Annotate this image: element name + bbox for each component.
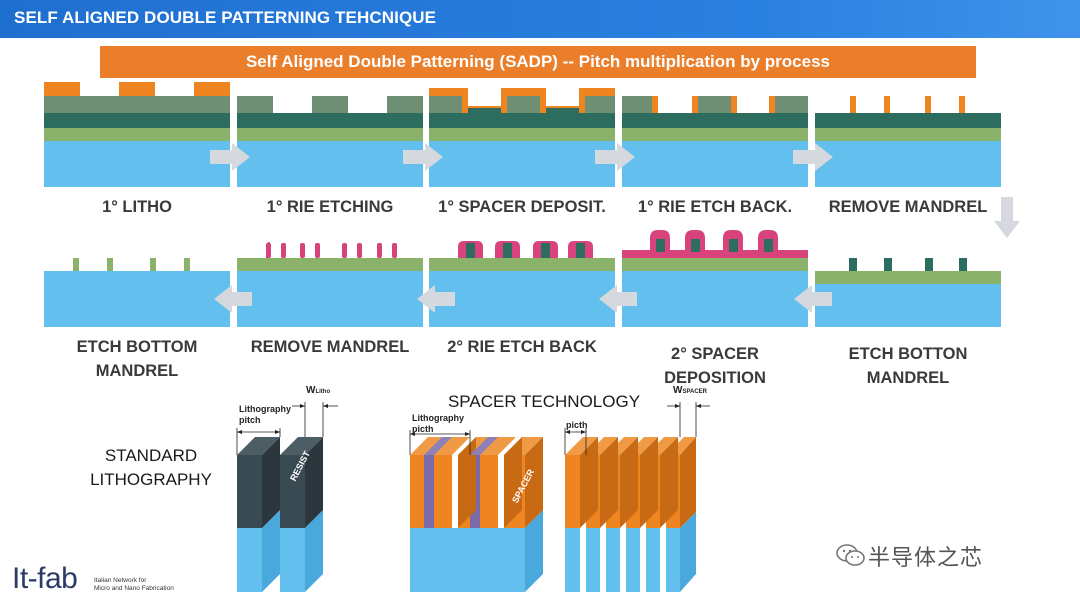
subtitle-line: Micro and Nano Fabrication: [94, 585, 174, 592]
watermark-text: 半导体之芯: [868, 545, 984, 570]
right-arrow-2: [403, 143, 443, 171]
step-label-etch-bottom-mandrel: ETCH BOTTOM MANDREL: [44, 335, 230, 383]
left-arrow-4: [214, 285, 252, 313]
step-label-line: 2° RIE ETCH BACK: [447, 338, 597, 356]
label-line: pitch: [239, 415, 261, 425]
step-label-line: DEPOSITION: [664, 369, 766, 387]
label-line: Lithography: [239, 404, 291, 414]
panel-10-etch-botton-mandrel: [815, 258, 1001, 327]
title-bar: SELF ALIGNED DOUBLE PATTERNING TEHCNIQUE: [0, 0, 1080, 38]
panel-2-rie-etching: [237, 96, 423, 187]
panel-3-spacer-deposit: [429, 88, 615, 187]
step-label-second-spacer-deposition: 2° SPACER DEPOSITION: [617, 342, 813, 390]
step-label-second-rie-etch-back: 2° RIE ETCH BACK: [424, 335, 620, 359]
panel-9-second-spacer-deposition: [622, 230, 808, 327]
step-label-rie-etching: 1° RIE ETCHING: [266, 198, 394, 216]
right-arrow-4: [793, 143, 833, 171]
right-arrow-3: [595, 143, 635, 171]
step-label-line: MANDREL: [866, 369, 950, 387]
litho-pitch-label: Lithography pitch: [239, 404, 291, 426]
panel-7-remove-mandrel: [237, 242, 423, 327]
spacer-litho-pitch-label: Lithography picth: [412, 413, 464, 435]
left-arrow-1: [794, 285, 832, 313]
width-subscript: SPACER: [682, 389, 708, 395]
width-symbol: W: [673, 385, 683, 396]
right-arrow-1: [210, 143, 250, 171]
step-label-remove-mandrel-2: REMOVE MANDREL: [232, 335, 428, 359]
step-label-rie-etch-back: 1° RIE ETCH BACK.: [637, 198, 793, 216]
title-line: LITHOGRAPHY: [90, 470, 212, 489]
sadp-banner: Self Aligned Double Patterning (SADP) --…: [100, 46, 976, 78]
title-line: STANDARD: [104, 446, 198, 465]
left-arrow-3: [417, 285, 455, 313]
width-symbol: W: [306, 385, 316, 396]
banner-text: Self Aligned Double Patterning (SADP) --…: [245, 52, 831, 71]
left-arrow-2: [599, 285, 637, 313]
label-line: picth: [412, 424, 434, 434]
litho-width-label: WLitho: [306, 385, 330, 396]
step-label-litho: 1° LITHO: [102, 198, 172, 216]
panel-1-litho: [44, 82, 230, 187]
panel-8-second-rie-etch-back: [429, 241, 615, 327]
itfab-logo: It-fab: [12, 562, 78, 595]
step-label-line: REMOVE MANDREL: [250, 338, 410, 356]
step-label-etch-botton-mandrel: ETCH BOTTON MANDREL: [810, 342, 1006, 390]
spacer-tech-illustration-2: [564, 402, 710, 592]
spacer-width-label: WSPACER: [673, 385, 707, 396]
spacer-pitch-label: picth: [566, 420, 588, 430]
width-subscript: Litho: [315, 389, 331, 395]
label-line: Lithography: [412, 413, 464, 423]
subtitle-line: Italian Network for: [94, 577, 147, 584]
panel-5-remove-mandrel: [815, 96, 1001, 187]
standard-litho-title: STANDARD LITHOGRAPHY: [86, 444, 216, 492]
spacer-tech-title: SPACER TECHNOLOGY: [447, 392, 641, 411]
down-arrow: [994, 197, 1020, 238]
step-label-spacer-deposit: 1° SPACER DEPOSIT.: [438, 198, 606, 216]
panel-4-rie-etch-back: [622, 96, 808, 187]
wechat-icon: [836, 544, 865, 566]
step-label-line: 2° SPACER: [671, 345, 759, 363]
spacer-tech-illustration-1: [409, 430, 543, 592]
step-label-remove-mandrel: REMOVE MANDREL: [828, 198, 988, 216]
panel-6-etch-bottom-mandrel: [44, 258, 230, 327]
step-label-line: ETCH BOTTON: [848, 345, 968, 363]
page-title: SELF ALIGNED DOUBLE PATTERNING TEHCNIQUE: [14, 8, 437, 27]
standard-litho-illustration: [236, 402, 338, 592]
itfab-logo-subtitle: Italian Network for Micro and Nano Fabri…: [94, 577, 204, 593]
step-label-line: ETCH BOTTOM: [76, 338, 198, 356]
step-label-line: MANDREL: [95, 362, 179, 380]
